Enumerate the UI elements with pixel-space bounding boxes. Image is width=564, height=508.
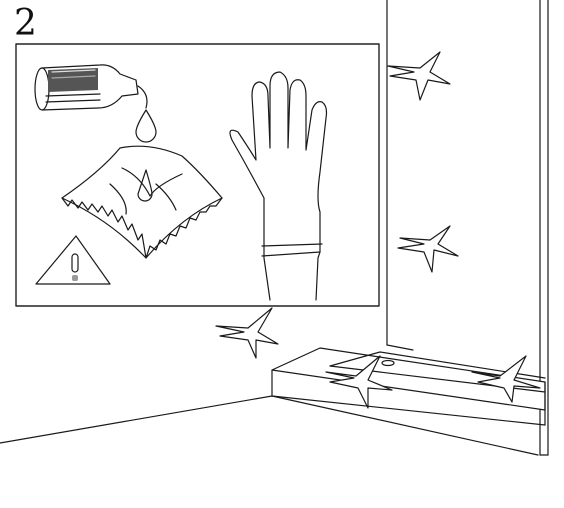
solvent-bottle-icon bbox=[34, 64, 148, 111]
warning-triangle-icon bbox=[35, 235, 111, 285]
room-walls bbox=[0, 0, 549, 456]
sparkle-star-icon bbox=[215, 51, 541, 409]
protective-glove-icon bbox=[229, 71, 328, 301]
cleaning-cloth-icon bbox=[61, 145, 223, 259]
step-number: 2 bbox=[14, 3, 37, 44]
liquid-drop-icon bbox=[135, 109, 157, 143]
